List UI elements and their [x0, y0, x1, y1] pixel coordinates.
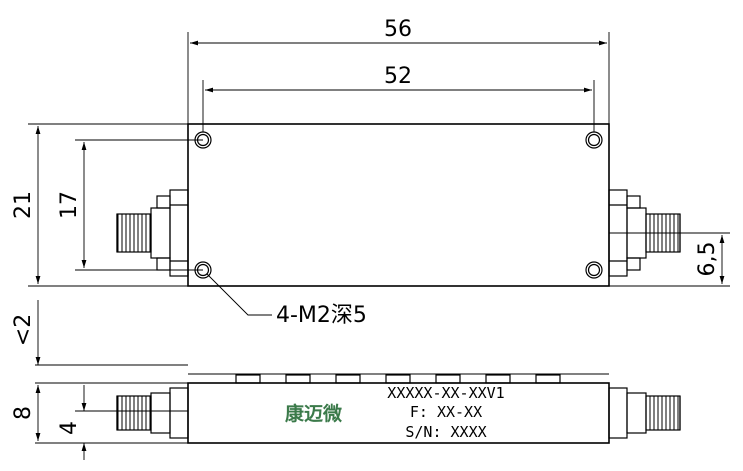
side-view — [35, 300, 681, 460]
sma-connector-right-side — [608, 387, 681, 439]
callout-leader — [206, 273, 272, 316]
dim-label-21: 21 — [11, 191, 36, 219]
tuning-screws — [235, 374, 561, 384]
mounting-hole — [585, 131, 603, 149]
label-freq: F: XX-XX — [410, 403, 482, 421]
body-outline-top — [187, 123, 610, 287]
dim-label-6-5: 6,5 — [695, 242, 720, 277]
logo-text: 康迈微 — [285, 402, 343, 425]
dim-label-8: 8 — [11, 406, 36, 420]
dim-label-lt2: <2 — [11, 314, 36, 346]
dim-21 — [28, 123, 188, 287]
dim-4 — [75, 385, 188, 460]
dim-17 — [75, 139, 203, 271]
dim-label-4: 4 — [57, 421, 82, 435]
sma-connector-left-side — [116, 387, 189, 439]
sma-connector-left-top — [116, 189, 189, 277]
dim-6-5 — [609, 232, 730, 287]
label-serial: S/N: XXXX — [405, 423, 486, 441]
label-model: XXXXX-XX-XXV1 — [387, 384, 504, 402]
dim-label-52: 52 — [384, 64, 412, 89]
callout-text: 4-M2深5 — [276, 303, 367, 328]
dim-56 — [187, 32, 610, 124]
dim-label-56: 56 — [384, 17, 412, 42]
dim-52 — [202, 80, 595, 132]
top-view — [28, 32, 730, 316]
dim-label-17: 17 — [57, 191, 82, 219]
mounting-hole — [585, 261, 603, 279]
